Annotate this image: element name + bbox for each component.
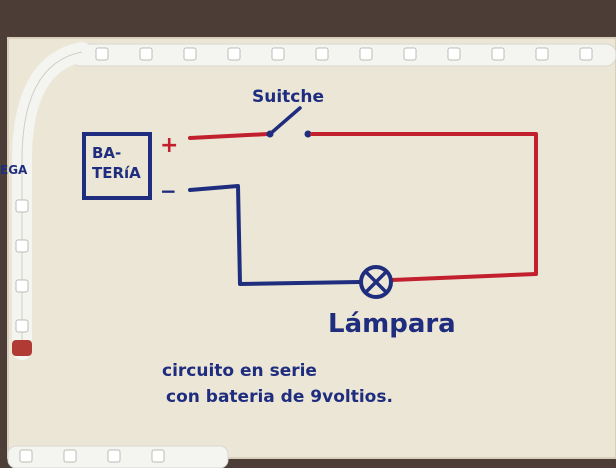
led-strip-bottom: [7, 445, 229, 468]
battery-label-line1: BA-: [92, 144, 121, 162]
red-wire-to-switch: [188, 132, 270, 140]
caption-line1: circuito en serie: [162, 361, 317, 381]
lamp-symbol: [359, 265, 393, 299]
negative-terminal: −: [160, 179, 177, 203]
led-strip-top: [69, 43, 616, 67]
red-wire-to-lamp: [310, 132, 538, 282]
switch-label: Suitche: [252, 87, 324, 107]
blue-wire-to-lamp: [188, 184, 362, 286]
caption-line2: con bateria de 9voltios.: [166, 387, 393, 407]
lamp-label: Lámpara: [328, 309, 456, 339]
battery-label-line2: TERíA: [92, 164, 141, 182]
paper-sheet: [8, 38, 616, 458]
switch-contact: [304, 130, 312, 138]
battery-box: [82, 132, 152, 200]
switch-lever: [268, 106, 302, 136]
left-margin-text: EGA: [0, 163, 28, 177]
positive-terminal: +: [160, 133, 178, 158]
led-strip-left: [12, 42, 92, 360]
